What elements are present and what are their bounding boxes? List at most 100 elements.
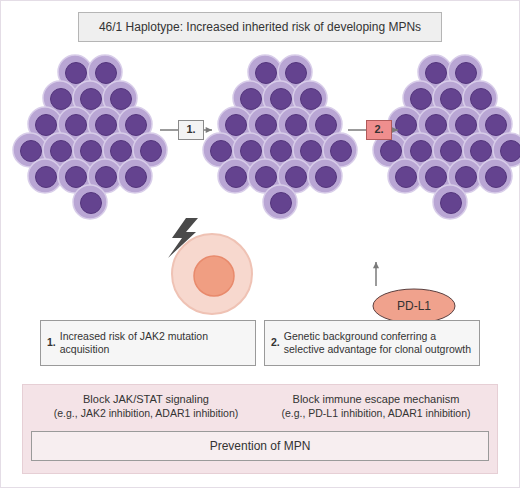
cell-nucleus — [316, 167, 337, 188]
cell-body — [73, 185, 107, 219]
cell-body — [388, 159, 422, 193]
cell-nucleus — [456, 167, 477, 188]
step-box: 1. — [178, 120, 204, 140]
cell-body — [308, 159, 342, 193]
cell-body — [28, 159, 62, 193]
cell-nucleus — [256, 63, 277, 84]
cell-nucleus — [396, 167, 417, 188]
cell-nucleus — [36, 115, 57, 136]
cell-nucleus — [271, 193, 292, 214]
cell-nucleus — [396, 115, 417, 136]
cell-nucleus — [66, 115, 87, 136]
cell-nucleus — [286, 63, 307, 84]
arrow-head — [206, 127, 212, 133]
cell-nucleus — [286, 115, 307, 136]
cell — [433, 185, 467, 219]
node-text: (e.g., JAK2 inhibition, ADAR1 inhibition… — [33, 407, 259, 420]
cell-nucleus — [256, 115, 277, 136]
cell — [388, 159, 422, 193]
node-text: 2. — [271, 336, 280, 349]
cell — [478, 159, 512, 193]
cell-cluster — [13, 55, 167, 219]
cell-nucleus — [126, 115, 147, 136]
oval-shape — [373, 289, 455, 323]
cell-nucleus — [301, 141, 322, 162]
cell-nucleus — [441, 89, 462, 110]
cell — [118, 159, 152, 193]
cell — [308, 159, 342, 193]
outcome-box: Prevention of MPN — [31, 431, 489, 461]
node-text: Block JAK/STAT signaling — [33, 393, 259, 407]
cell-nucleus — [81, 141, 102, 162]
cell-nucleus — [471, 141, 492, 162]
node-text: (e.g., PD-L1 inhibition, ADAR1 inhibitio… — [263, 407, 489, 420]
cell-nucleus — [51, 141, 72, 162]
cell-nucleus — [441, 193, 462, 214]
cell-nucleus — [141, 141, 162, 162]
cell — [28, 159, 62, 193]
cell-nucleus — [96, 115, 117, 136]
cell-nucleus — [501, 141, 520, 162]
arrow-head — [392, 127, 398, 133]
cell-nucleus — [36, 167, 57, 188]
cell-nucleus — [51, 89, 72, 110]
cell-body — [433, 185, 467, 219]
node-text: 2. — [374, 123, 383, 137]
cell-nucleus — [471, 89, 492, 110]
node-text: 1. — [186, 123, 195, 137]
cell-nucleus — [411, 141, 432, 162]
node-text: 46/1 Haplotype: Increased inherited risk… — [99, 20, 421, 35]
explanation-box: 1. Increased risk of JAK2 mutation acquis… — [40, 320, 256, 366]
cell-nucleus — [226, 115, 247, 136]
cell-nucleus — [456, 115, 477, 136]
cell-nucleus — [81, 193, 102, 214]
node-text: Block immune escape mechanism — [263, 393, 489, 407]
mutant-cell — [172, 234, 252, 314]
cell-body — [218, 159, 252, 193]
arrow-head — [373, 262, 379, 268]
cell-cluster — [373, 55, 520, 219]
cell-nucleus — [271, 89, 292, 110]
node-text: Increased risk of JAK2 mutation acquisit… — [60, 330, 249, 356]
protein-oval: PD-L1 — [372, 288, 456, 324]
cell-nucleus — [426, 63, 447, 84]
cell-nucleus — [21, 141, 42, 162]
cell-nucleus — [211, 141, 232, 162]
cell-nucleus — [426, 115, 447, 136]
cell-nucleus — [271, 141, 292, 162]
cell-body — [478, 159, 512, 193]
cell-nucleus — [111, 141, 132, 162]
cell-body — [118, 159, 152, 193]
cell-cluster — [203, 55, 357, 219]
header-box: 46/1 Haplotype: Increased inherited risk… — [78, 12, 442, 42]
explanation-box: 2. Genetic background conferring a select… — [264, 320, 480, 366]
cell — [73, 185, 107, 219]
cell — [218, 159, 252, 193]
node-text: Genetic background conferring a selectiv… — [284, 330, 473, 356]
node-text: Prevention of MPN — [210, 439, 311, 454]
cell — [263, 185, 297, 219]
cell-nucleus — [316, 115, 337, 136]
cell-body — [263, 185, 297, 219]
cell-nucleus — [81, 89, 102, 110]
cell-nucleus — [241, 89, 262, 110]
cell-nucleus — [441, 141, 462, 162]
cell-nucleus — [331, 141, 352, 162]
node-text: 1. — [47, 336, 56, 349]
cell-nucleus — [126, 167, 147, 188]
cell-nucleus — [486, 167, 507, 188]
cell-nucleus — [381, 141, 402, 162]
cell-nucleus — [96, 167, 117, 188]
step-box: 2. — [366, 120, 392, 140]
cell-nucleus — [486, 115, 507, 136]
cell-nucleus — [111, 89, 132, 110]
cell-nucleus — [411, 89, 432, 110]
cell-nucleus — [241, 141, 262, 162]
intervention-band: Block JAK/STAT signaling(e.g., JAK2 inhi… — [22, 384, 498, 474]
cell-nucleus — [456, 63, 477, 84]
cell-body — [172, 234, 252, 314]
cell-nucleus — [226, 167, 247, 188]
cell-nucleus — [66, 167, 87, 188]
